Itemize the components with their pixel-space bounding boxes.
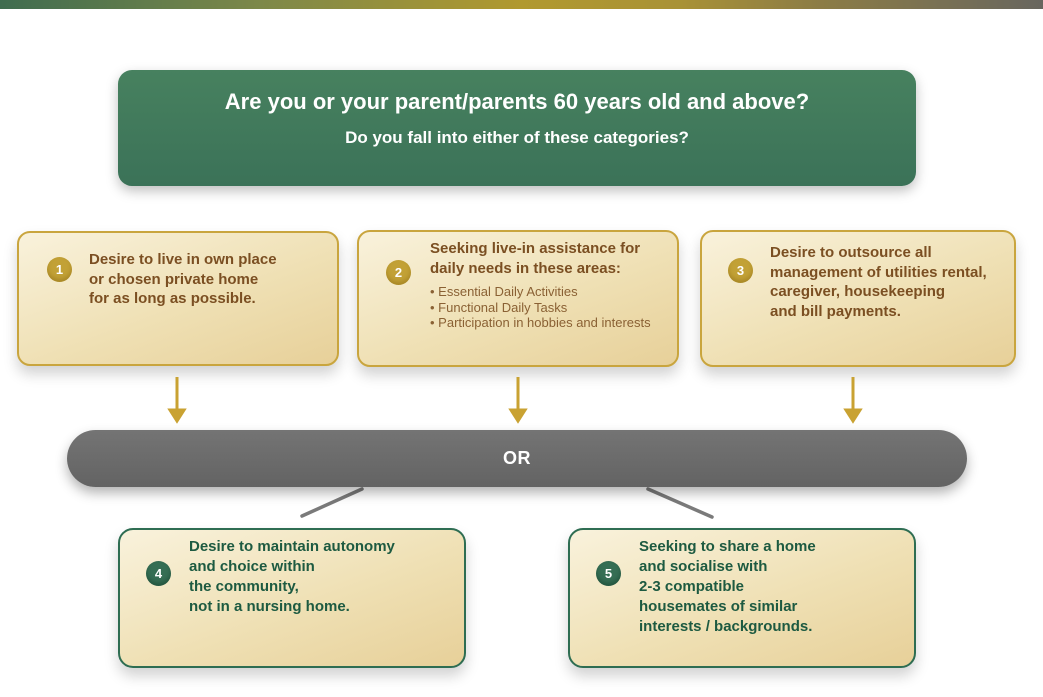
connector-line-right: [646, 487, 714, 519]
card-2-live-in-assistance: 2 Seeking live-in assistance for daily n…: [357, 230, 679, 367]
card-4-line: not in a nursing home.: [189, 598, 350, 615]
card-5-line: housemates of similar: [639, 598, 798, 615]
down-arrow-1-head: [167, 408, 187, 424]
header-subtitle: Do you fall into either of these categor…: [345, 128, 689, 147]
card-2-bullets: • Essential Daily Activities • Functiona…: [430, 284, 651, 331]
card-3-line: caregiver, housekeeping: [770, 283, 946, 300]
number-badge-5: 5: [596, 561, 621, 586]
card-2-bullet: • Functional Daily Tasks: [430, 299, 568, 315]
card-3-text: Desire to outsource all management of ut…: [770, 243, 987, 321]
card-5-line: 2-3 compatible: [639, 578, 745, 595]
card-1-line: or chosen private home: [89, 270, 259, 288]
card-3-outsource-management: 3 Desire to outsource all management of …: [700, 230, 1016, 367]
card-5-line: and socialise with: [639, 558, 768, 575]
or-bar: OR: [67, 430, 967, 487]
card-4-text: Desire to maintain autonomy and choice w…: [189, 537, 395, 617]
header-question-box: Are you or your parent/parents 60 years …: [118, 70, 916, 186]
card-2-bullet: • Essential Daily Activities: [430, 284, 578, 299]
card-2-bullet: • Participation in hobbies and interests: [430, 315, 651, 330]
down-arrow-2-head: [508, 408, 528, 424]
card-4-line: the community,: [189, 578, 299, 595]
card-4-line: Desire to maintain autonomy: [189, 538, 395, 555]
card-4-line: and choice within: [189, 558, 315, 575]
card-1-line: Desire to live in own place: [89, 251, 277, 268]
card-5-text: Seeking to share a home and socialise wi…: [639, 537, 816, 637]
top-gradient-bar: [0, 0, 1043, 9]
card-4-maintain-autonomy: 4 Desire to maintain autonomy and choice…: [118, 528, 466, 668]
down-arrow-3-head: [843, 408, 863, 424]
connector-line-left: [300, 487, 364, 518]
card-3-line: and bill payments.: [770, 302, 901, 320]
card-3-line: Desire to outsource all: [770, 244, 932, 261]
or-label: OR: [503, 448, 531, 468]
card-1-text: Desire to live in own place or chosen pr…: [89, 250, 277, 309]
card-2-heading-line: daily needs in these areas:: [430, 259, 621, 277]
number-badge-4: 4: [146, 561, 171, 586]
header-title: Are you or your parent/parents 60 years …: [224, 89, 810, 114]
number-badge-2: 2: [386, 260, 411, 285]
card-1-own-place: 1 Desire to live in own place or chosen …: [17, 231, 339, 366]
number-badge-1: 1: [47, 257, 72, 282]
number-badge-3: 3: [728, 258, 753, 283]
card-2-text: Seeking live-in assistance for daily nee…: [430, 239, 651, 331]
card-5-line: Seeking to share a home: [639, 538, 816, 555]
card-5-share-home: 5 Seeking to share a home and socialise …: [568, 528, 916, 668]
card-1-line: for as long as possible.: [89, 290, 256, 307]
card-5-line: interests / backgrounds.: [639, 618, 813, 635]
card-2-heading-line: Seeking live-in assistance for: [430, 240, 641, 257]
card-3-line: management of utilities rental,: [770, 263, 987, 281]
